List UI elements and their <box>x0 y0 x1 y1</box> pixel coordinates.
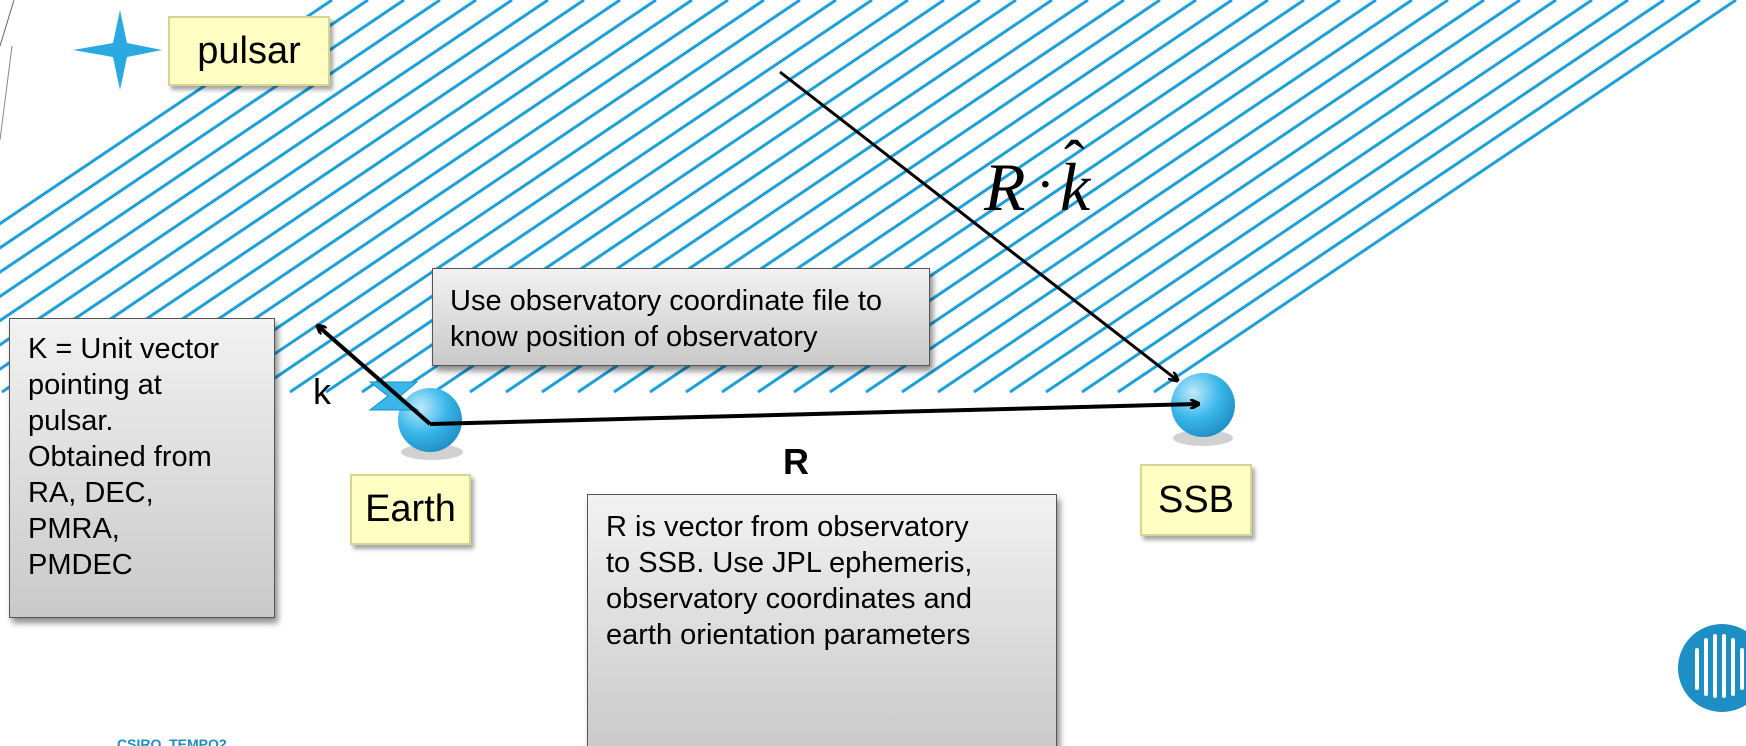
wavefront-line <box>973 0 1557 394</box>
earth-sphere <box>398 388 463 460</box>
formula-hat: ˆ <box>1064 129 1085 197</box>
wavefront-line <box>1117 0 1701 394</box>
unit-vector-line: PMDEC <box>28 549 133 581</box>
wavefront-line <box>1081 0 1665 394</box>
unit-vector-line: RA, DEC, <box>28 477 154 509</box>
projection-formula: R · k ˆ <box>984 129 1124 225</box>
pulsar-star-icon <box>73 10 162 90</box>
wavefront-line <box>325 0 909 394</box>
wavefront-line <box>0 0 441 299</box>
unit-vector-line: pointing at <box>28 369 162 401</box>
observatory-file-callout: Use observatory coordinate file to know … <box>432 268 930 366</box>
ssb-label: SSB <box>1140 464 1252 536</box>
wavefront-line <box>181 0 765 394</box>
r-vector-line: observatory coordinates and <box>606 583 972 615</box>
csiro-logo-icon <box>1678 624 1746 712</box>
unit-vector-line: Obtained from <box>28 441 212 473</box>
earth-label: Earth <box>350 474 471 545</box>
wavefront-line <box>937 0 1521 394</box>
formula-r: R <box>984 149 1026 225</box>
r-label: R <box>783 441 809 482</box>
earth-label-text: Earth <box>365 488 456 530</box>
wavefront-line <box>901 0 1485 394</box>
r-vector-line: R is vector from observatory <box>606 511 969 543</box>
formula-k: k <box>1060 149 1091 225</box>
pulsar-label: pulsar <box>168 16 330 86</box>
projection-arrow <box>779 70 1177 380</box>
slide-edge-line <box>0 45 13 141</box>
unit-vector-line: pulsar. <box>28 405 114 437</box>
formula-dot: · <box>1036 154 1055 216</box>
unit-vector-line: PMRA, <box>28 513 120 545</box>
footer-text: CSIRO. TEMPO2 <box>117 736 227 746</box>
r-vector-callout: R is vector from observatory to SSB. Use… <box>587 494 1057 746</box>
wavefront-line <box>865 0 1449 394</box>
r-vector-line: earth orientation parameters <box>606 619 971 651</box>
wavefront-line <box>1153 0 1737 394</box>
wavefront-line <box>0 0 477 323</box>
pulsar-label-text: pulsar <box>197 29 301 72</box>
observatory-file-text: Use observatory coordinate file to know … <box>450 285 882 353</box>
k-vector-arrow <box>318 326 432 426</box>
ssb-sphere <box>1171 373 1235 446</box>
r-vector-arrow <box>429 404 1198 426</box>
wavefront-line <box>1045 0 1629 394</box>
unit-vector-line: K = Unit vector <box>28 333 219 365</box>
slide-edge-line <box>0 0 15 47</box>
unit-vector-callout: K = Unit vector pointing at pulsar. Obta… <box>9 318 275 618</box>
ssb-label-text: SSB <box>1157 478 1235 521</box>
wavefront-line <box>289 0 873 394</box>
wavefront-line <box>253 0 837 394</box>
r-vector-line: to SSB. Use JPL ephemeris, <box>606 547 973 579</box>
k-label: k <box>313 371 331 412</box>
